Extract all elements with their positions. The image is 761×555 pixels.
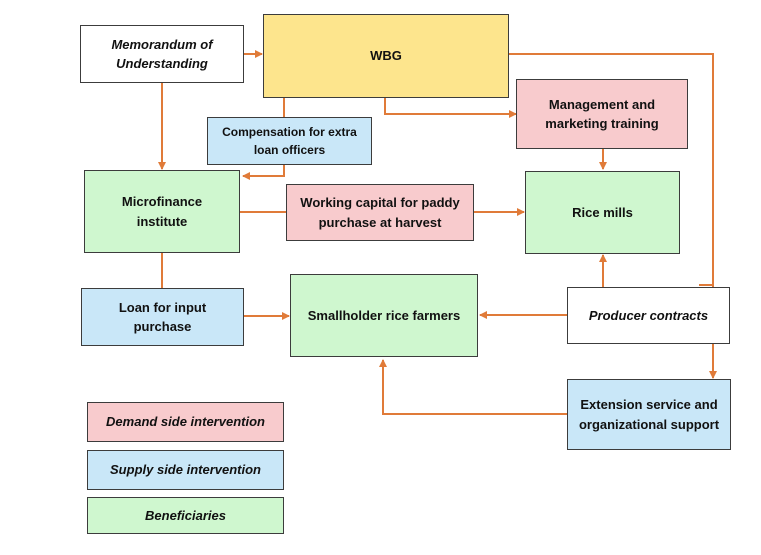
loan-input-label: Loan for input purchase xyxy=(118,299,207,335)
arrow-wbg-to-management xyxy=(384,98,517,118)
extension-label: Extension service and organizational sup… xyxy=(578,397,720,432)
rice-mills-box: Rice mills xyxy=(525,171,680,254)
arrow-extension-to-smallholder xyxy=(379,359,567,415)
wbg-label: WBG xyxy=(370,48,402,64)
legend-beneficiaries-label: Beneficiaries xyxy=(145,507,226,523)
management-training-box: Management and marketing training xyxy=(516,79,688,149)
legend-demand-label: Demand side intervention xyxy=(106,414,265,430)
microfinance-box: Microfinance institute xyxy=(84,170,240,253)
legend-supply-box: Supply side intervention xyxy=(87,450,284,490)
producer-contracts-label: Producer contracts xyxy=(588,307,709,323)
smallholder-label: Smallholder rice farmers xyxy=(307,307,461,323)
wbg-box: WBG xyxy=(263,14,509,98)
microfinance-label: Microfinance institute xyxy=(121,194,203,229)
compensation-label: Compensation for extra loan officers xyxy=(222,125,357,157)
management-training-label: Management and marketing training xyxy=(545,96,659,132)
legend-demand-box: Demand side intervention xyxy=(87,402,284,442)
working-capital-box: Working capital for paddy purchase at ha… xyxy=(286,184,474,241)
loan-input-box: Loan for input purchase xyxy=(81,288,244,346)
extension-box: Extension service and organizational sup… xyxy=(567,379,731,450)
legend-supply-label: Supply side intervention xyxy=(110,462,261,478)
working-capital-label: Working capital for paddy purchase at ha… xyxy=(300,195,460,230)
rice-mills-label: Rice mills xyxy=(572,204,633,220)
smallholder-box: Smallholder rice farmers xyxy=(290,274,478,357)
legend-beneficiaries-box: Beneficiaries xyxy=(87,497,284,534)
producer-contracts-box: Producer contracts xyxy=(567,287,730,344)
arrow-wbg-to-extension xyxy=(509,53,717,379)
mou-box: Memorandum of Understanding xyxy=(80,25,244,83)
compensation-box: Compensation for extra loan officers xyxy=(207,117,372,165)
mou-label: Memorandum of Understanding xyxy=(111,36,213,72)
